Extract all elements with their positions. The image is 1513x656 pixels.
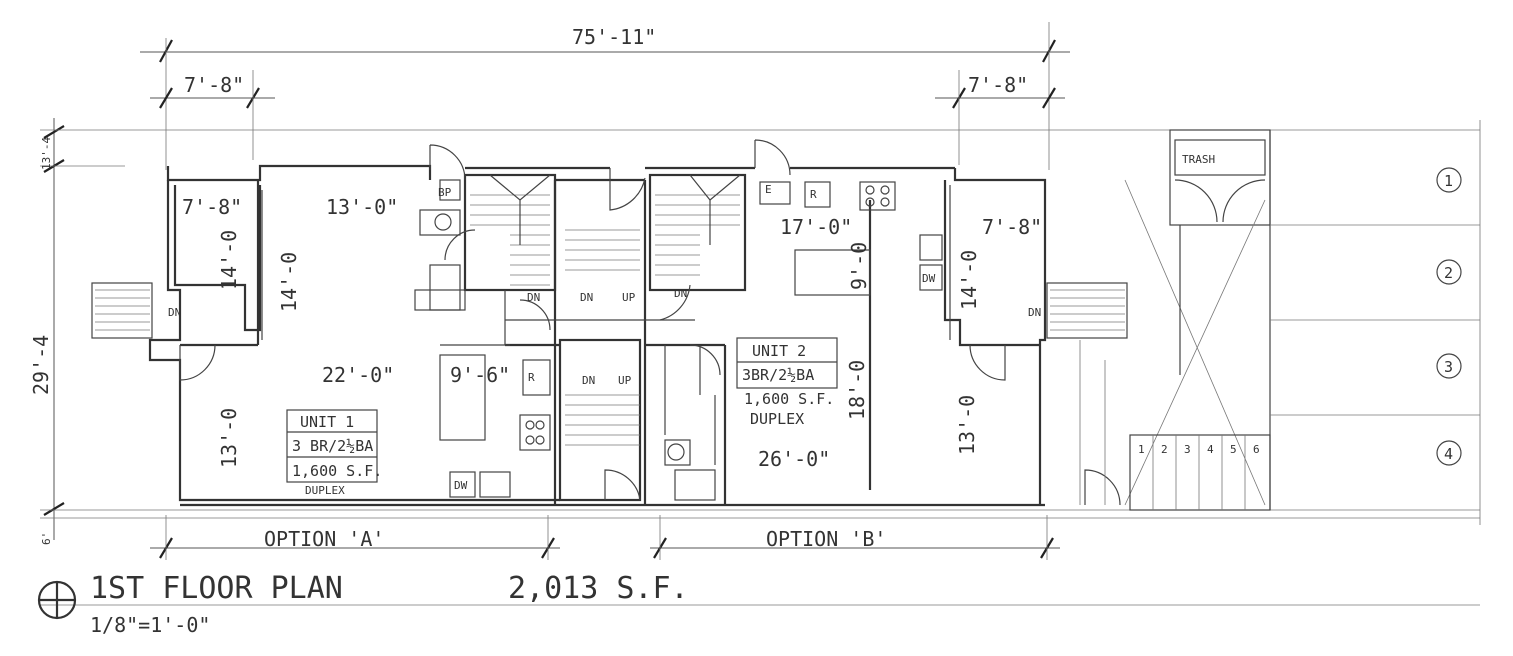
tag-dn-right-stair: DN	[1028, 306, 1041, 319]
dim-overall-width: 75'-11"	[572, 25, 656, 49]
tag-e: E	[765, 183, 772, 196]
unit2-type: DUPLEX	[750, 410, 804, 428]
dim-left-bottom: 6'	[40, 532, 53, 545]
dim-left-top-depth: 13'-4	[40, 137, 53, 170]
tag-dn-lower: DN	[582, 374, 595, 387]
labels: 75'-11" 7'-8" 7'-8" 13'-4 29'-4 6' 7'-8"…	[29, 25, 1453, 637]
unit1-type: DUPLEX	[305, 484, 345, 497]
bike-space-1: 1	[1138, 443, 1145, 456]
unit1-label-box	[286, 409, 378, 483]
drawing-scale: 1/8"=1'-0"	[90, 613, 210, 637]
tag-dn-left-stair: DN	[168, 306, 181, 319]
dim-unit2-depth: 18'-0	[845, 360, 869, 420]
unit2-name: UNIT 2	[752, 342, 806, 360]
option-a-label: OPTION 'A'	[264, 527, 384, 551]
dim-right-room-depth: 14'-0	[957, 250, 981, 310]
stairs	[91, 174, 1128, 446]
dim-left-main-depth: 29'-4	[29, 335, 53, 395]
tag-r-unit2: R	[810, 188, 817, 201]
bike-space-3: 3	[1184, 443, 1191, 456]
walls	[148, 164, 1047, 507]
dimension-lines	[40, 22, 1480, 606]
tag-dn-center: DN	[580, 291, 593, 304]
dim-unit2-kitchen-width: 17'-0"	[780, 215, 852, 239]
unit1-name: UNIT 1	[300, 413, 354, 431]
parking-space-1: 1	[1444, 172, 1453, 190]
drawing-title: 1ST FLOOR PLAN	[90, 571, 343, 606]
tag-dw-unit2: DW	[922, 272, 936, 285]
dim-left-bay: 7'-8"	[184, 73, 244, 97]
drawing-area: 2,013 S.F.	[508, 571, 689, 606]
dim-living-width: 13'-0"	[326, 195, 398, 219]
dim-unit2-width: 26'-0"	[758, 447, 830, 471]
tag-up-center: UP	[622, 291, 636, 304]
unit1-area: 1,600 S.F.	[292, 462, 382, 480]
unit2-rooms: 3BR/2½BA	[742, 366, 814, 384]
dim-right-bottom-depth: 13'-0	[955, 395, 979, 455]
tag-up-lower: UP	[618, 374, 632, 387]
site-parking	[1079, 120, 1481, 525]
dim-left-room-width: 7'-8"	[182, 195, 242, 219]
fixtures	[414, 179, 943, 501]
parking-space-4: 4	[1444, 445, 1453, 463]
dim-unit1-bottom-depth: 13'-0	[217, 408, 241, 468]
tag-bp: BP	[438, 186, 452, 199]
parking-space-2: 2	[1444, 264, 1453, 282]
dim-unit2-island: 9'-0	[847, 242, 871, 290]
tag-dn-core1: DN	[527, 291, 540, 304]
bike-space-2: 2	[1161, 443, 1168, 456]
parking-space-3: 3	[1444, 358, 1453, 376]
tag-dn-core2: DN	[674, 287, 687, 300]
doors	[179, 139, 1121, 506]
tag-r-unit1: R	[528, 371, 535, 384]
dim-left-room-depth: 14'-0	[217, 230, 241, 290]
bike-space-5: 5	[1230, 443, 1237, 456]
dim-right-room-width: 7'-8"	[982, 215, 1042, 239]
dim-unit1-width: 22'-0"	[322, 363, 394, 387]
unit1-rooms: 3 BR/2½BA	[292, 437, 373, 455]
bike-space-6: 6	[1253, 443, 1260, 456]
dim-island1: 9'-6"	[450, 363, 510, 387]
option-b-label: OPTION 'B'	[766, 527, 886, 551]
dim-living-depth: 14'-0	[277, 252, 301, 312]
unit2-area: 1,600 S.F.	[744, 390, 834, 408]
tag-trash: TRASH	[1182, 153, 1215, 166]
dim-right-bay: 7'-8"	[968, 73, 1028, 97]
tag-dw-unit1: DW	[454, 479, 468, 492]
bike-space-4: 4	[1207, 443, 1214, 456]
unit2-label-box	[736, 337, 838, 389]
